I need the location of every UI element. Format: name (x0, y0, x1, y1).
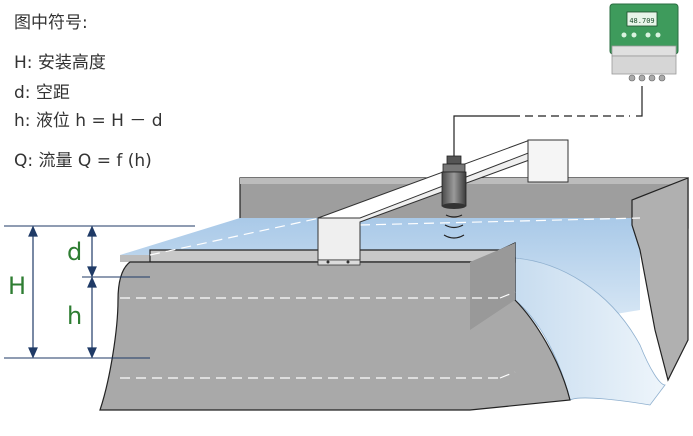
ultrasonic-sensor (441, 155, 467, 209)
label-install-height: H (8, 272, 27, 300)
legend-item-level: h: 液位 h = H － d (14, 111, 163, 131)
label-air-gap: d (67, 238, 83, 266)
legend-title: 图中符号: (14, 13, 88, 33)
dimension-lines (4, 225, 195, 359)
channel-left-wall (99, 242, 571, 411)
sensor-bracket (317, 139, 569, 266)
channel-right-wall (631, 177, 689, 382)
legend-item-install-height: H: 安装高度 (14, 53, 106, 73)
sensor-cable (453, 115, 520, 156)
label-liquid-level: h (67, 302, 83, 330)
legend-item-flow: Q: 流量 Q = f (h) (14, 151, 152, 171)
legend-item-air-gap: d: 空距 (14, 83, 70, 103)
controller-screen (626, 11, 658, 27)
controller-unit: 48.709 (609, 3, 679, 82)
water-level-dashed-lines (120, 217, 641, 379)
ultrasonic-wave-icon (443, 214, 465, 239)
controller-display-value: 48.709 (629, 17, 654, 25)
